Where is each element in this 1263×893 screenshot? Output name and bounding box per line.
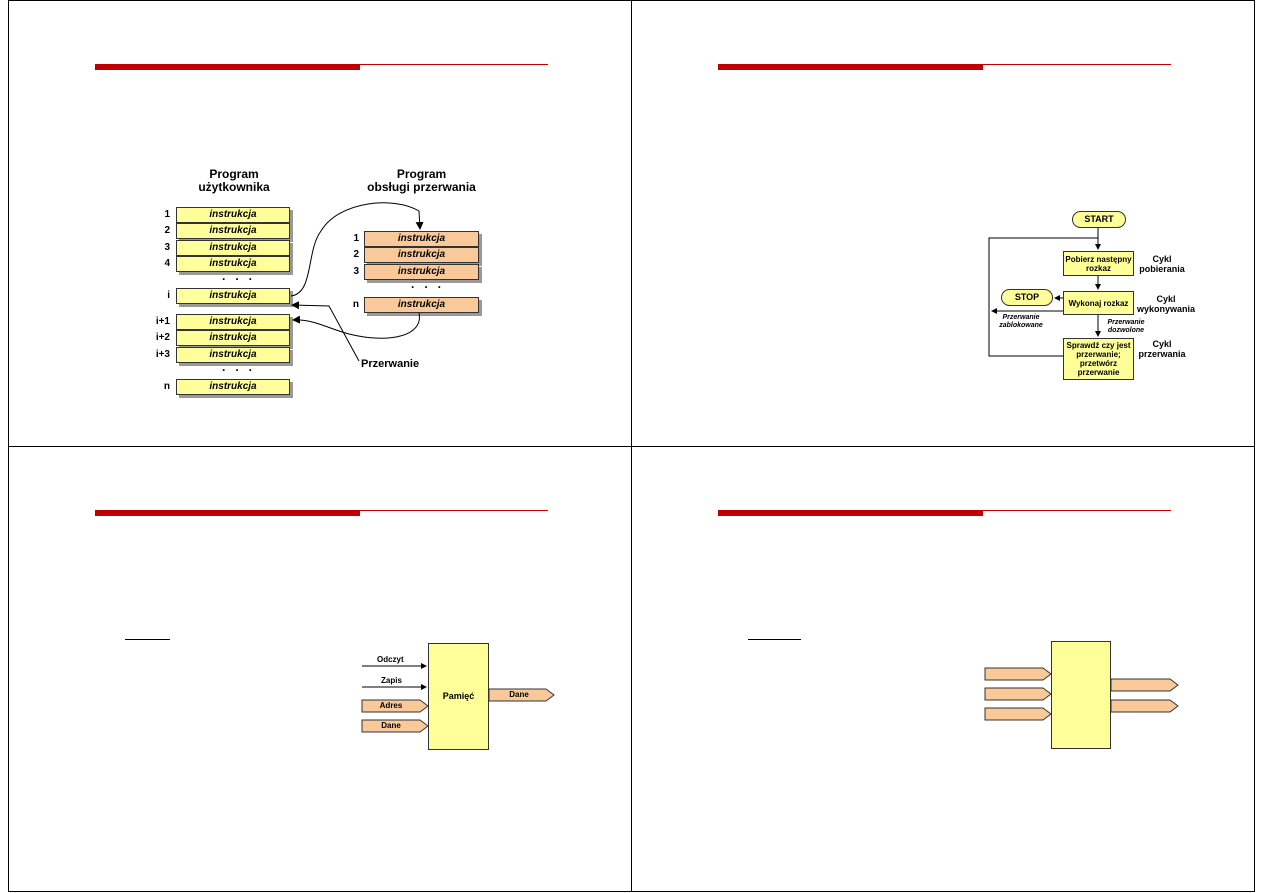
- data-in-bus-label: Dane: [381, 721, 401, 730]
- user-row-number: n: [163, 381, 170, 392]
- handler-instruction: instrukcja: [364, 231, 479, 247]
- header-bar-thin: [360, 510, 548, 511]
- user-row-number: 3: [164, 242, 170, 253]
- module-buses: [984, 667, 1179, 721]
- data-out-bus-label: Dane: [509, 690, 529, 699]
- user-instruction: instrukcja: [176, 256, 290, 272]
- user-row-number: 2: [164, 225, 170, 236]
- input-bus-3: [984, 707, 1052, 721]
- handler-instruction: instrukcja: [364, 247, 479, 263]
- fetch-step: Pobierz następny rozkaz: [1063, 251, 1134, 276]
- slide-interrupt-program: Program użytkownika Program obsługi prze…: [8, 0, 632, 446]
- jump-to-handler-arrow: [290, 202, 424, 297]
- write-signal-label: Zapis: [381, 676, 402, 685]
- ellipsis: · · ·: [411, 280, 445, 294]
- input-bus-2: [984, 687, 1052, 701]
- user-program-title: Program użytkownika: [198, 167, 270, 194]
- user-row-number: i: [167, 290, 170, 301]
- handler-row-number: 3: [353, 266, 359, 277]
- interrupt-pointer-arrow: [291, 301, 360, 362]
- read-signal-label: Odczyt: [377, 655, 404, 664]
- return-arrow: [292, 312, 420, 339]
- user-row-number: 1: [164, 209, 170, 220]
- interrupt-blocked-label: Przerwanie zablokowane: [999, 314, 1043, 329]
- user-instruction: instrukcja: [176, 330, 290, 346]
- user-row-number: i+1: [155, 316, 170, 327]
- header-bar-thick: [95, 510, 360, 516]
- output-bus-1: [1110, 678, 1179, 692]
- interrupt-arrows: [290, 202, 424, 362]
- user-instruction: instrukcja: [176, 314, 290, 330]
- start-terminal: START: [1072, 211, 1126, 228]
- address-bus-label: Adres: [379, 701, 403, 710]
- ellipsis: · · ·: [222, 272, 256, 286]
- execute-step: Wykonaj rozkaz: [1063, 291, 1134, 315]
- handler-row-number: 2: [353, 249, 359, 260]
- handler-program-title: Program obsługi przerwania: [367, 167, 476, 194]
- underline-mark: [125, 639, 170, 640]
- header-bar-thick: [718, 510, 983, 516]
- header-bar-thin: [983, 64, 1171, 65]
- output-bus-2: [1110, 699, 1179, 713]
- user-instruction: instrukcja: [176, 240, 290, 256]
- check-interrupt-step: Sprawdź czy jest przerwanie; przetwórz p…: [1063, 338, 1134, 380]
- handler-row-number: 1: [353, 233, 359, 244]
- header-bar-thin: [983, 510, 1171, 511]
- cycle-interrupt-label: Cykl przerwania: [1138, 339, 1186, 359]
- user-instruction: instrukcja: [176, 223, 290, 239]
- memory-signals: [361, 663, 555, 733]
- user-row-number: 4: [164, 258, 170, 269]
- header-bar-thin: [360, 64, 548, 65]
- underline-mark: [748, 639, 801, 640]
- handler-instruction: instrukcja: [364, 264, 479, 280]
- user-row-number: i+2: [155, 332, 170, 343]
- header-bar-thick: [718, 64, 983, 70]
- slide-instruction-cycle: START Pobierz następny rozkaz Wykonaj ro…: [632, 0, 1255, 446]
- slide-module-io: [632, 446, 1255, 892]
- user-instruction: instrukcja: [176, 347, 290, 363]
- ellipsis: · · ·: [222, 363, 256, 377]
- input-bus-1: [984, 667, 1052, 681]
- user-row-number: i+3: [155, 349, 170, 360]
- interrupt-label: Przerwanie: [361, 358, 420, 370]
- cycle-execute-label: Cykl wykonywania: [1136, 294, 1196, 314]
- interrupt-allowed-label: Przerwanie dozwolone: [1107, 319, 1145, 334]
- module-block: [1051, 641, 1111, 749]
- user-instruction: instrukcja: [176, 207, 290, 223]
- cycle-fetch-label: Cykl pobierania: [1139, 254, 1185, 274]
- stop-terminal: STOP: [1001, 289, 1053, 306]
- handler-row-number: n: [352, 299, 359, 310]
- user-instruction: instrukcja: [176, 288, 290, 304]
- flow-arrows: [988, 228, 1101, 357]
- user-instruction: instrukcja: [176, 379, 290, 395]
- handler-instruction: instrukcja: [364, 297, 479, 313]
- header-bar-thick: [95, 64, 360, 70]
- slide-memory-module: Pamięć Odczyt Zapis Adres Dane Dane: [8, 446, 632, 892]
